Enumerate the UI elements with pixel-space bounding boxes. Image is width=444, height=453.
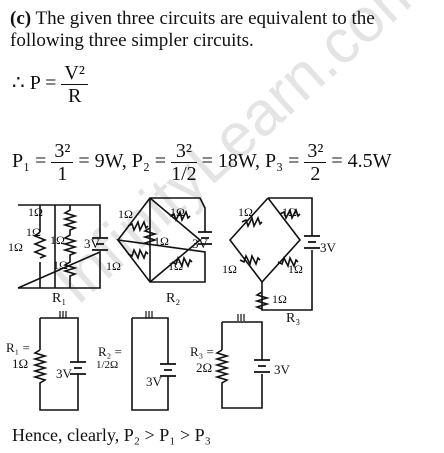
s3-battery-label: 3V — [274, 362, 291, 377]
s1-value: 1Ω — [12, 356, 28, 371]
formula-prefix: ∴ P = — [12, 72, 62, 95]
s3-value: 2Ω — [196, 360, 212, 375]
r1-res-2: 1Ω — [26, 225, 41, 239]
intro-line-1: (c) The given three circuits are equival… — [10, 8, 375, 30]
p3-den: 2 — [310, 163, 321, 185]
part-label: (c) — [10, 8, 32, 29]
intro-text-1: The given three circuits are equivalent … — [31, 8, 375, 29]
s3-label: R₃ = — [190, 344, 214, 359]
r1-res-5: 1Ω — [53, 258, 68, 272]
s2-value: 1/2Ω — [96, 359, 118, 371]
formula-fraction: V² R — [61, 62, 88, 107]
s2-battery-label: 3V — [146, 374, 163, 389]
intro-line-2: following three simpler circuits. — [10, 30, 254, 51]
s1-label: R₁ = — [6, 340, 30, 355]
simple-circuit-r1: R₁ = 1Ω 3V — [6, 311, 86, 411]
r3-res-4: 1Ω — [288, 262, 303, 276]
r1-label: R₁ — [52, 291, 66, 306]
p1-lhs: P₁ = — [12, 150, 52, 173]
r3-res-5: 1Ω — [272, 292, 287, 306]
r1-res-4: 1Ω — [50, 233, 65, 247]
formula-numerator: V² — [61, 62, 88, 85]
p1-rhs: = 9W, — [73, 150, 127, 173]
circuit-r2: 1Ω 1Ω 1Ω 1Ω 1Ω 3V R₂ — [106, 197, 212, 306]
r2-res-5: 1Ω — [168, 259, 183, 273]
r2-battery-label: 3V — [192, 236, 209, 251]
p3-rhs: = 4.5W — [326, 150, 392, 173]
r3-res-2: 1Ω — [282, 205, 297, 219]
r2-label: R₂ — [166, 291, 180, 306]
p3-lhs: P₃ = — [264, 150, 305, 173]
circuit-r3: 1Ω 1Ω 1Ω 1Ω 1Ω 3V R₃ — [222, 197, 337, 326]
p3-num: 3² — [304, 140, 327, 163]
p2-rhs: = 18W, — [196, 150, 260, 173]
r3-res-1: 1Ω — [238, 205, 253, 219]
p2-den: 1/2 — [171, 163, 197, 185]
simple-circuit-r3: R₃ = 2Ω 3V — [190, 314, 291, 409]
p1-num: 3² — [51, 140, 74, 163]
r2-res-4: 1Ω — [106, 259, 121, 273]
p2-num: 3² — [171, 140, 197, 163]
r1-battery-label: 3V — [84, 236, 101, 251]
conclusion: Hence, clearly, P₂ > P₁ > P₃ — [12, 425, 211, 445]
s2-label: R₂ = — [98, 344, 122, 359]
r1-res-1: 1Ω — [28, 205, 43, 219]
r3-label: R₃ — [286, 311, 300, 326]
power-formula: ∴ P = V² R — [12, 62, 88, 107]
r3-res-3: 1Ω — [222, 262, 237, 276]
r2-res-1: 1Ω — [118, 207, 133, 221]
r2-res-2: 1Ω — [170, 205, 185, 219]
r3-battery-label: 3V — [320, 240, 337, 255]
p1-den: 1 — [57, 163, 68, 185]
circuit-r1: 1Ω 1Ω 1Ω 1Ω 1Ω 3V R₁ — [8, 204, 108, 306]
formula-denominator: R — [67, 85, 82, 107]
r1-res-3: 1Ω — [8, 240, 23, 254]
simple-circuit-r2: R₂ = 1/2Ω 3V — [96, 311, 176, 411]
p2-lhs: P₂ = — [131, 150, 172, 173]
r2-res-3: 1Ω — [154, 234, 169, 248]
s1-battery-label: 3V — [56, 366, 73, 381]
